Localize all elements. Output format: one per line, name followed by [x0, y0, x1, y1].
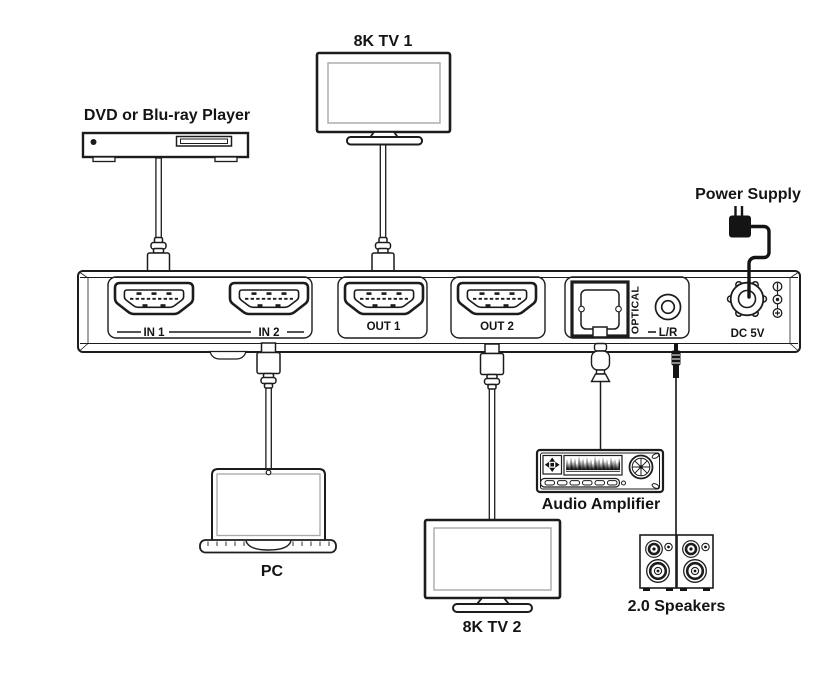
polarity-marks — [772, 281, 783, 318]
optical-cable-to-amplifier — [590, 342, 611, 450]
port-label-out2: OUT 2 — [480, 321, 514, 333]
speaker-drivers-right — [682, 540, 710, 583]
tv2-label: 8K TV 2 — [463, 619, 522, 636]
center-dot-icon — [772, 294, 783, 305]
hdmi-cable-tv1-to-out1 — [371, 141, 395, 285]
plus-circle-icon — [772, 308, 783, 318]
audio-cable-to-speakers — [671, 343, 681, 536]
volume-knob-icon — [628, 454, 654, 480]
tv2-screen — [433, 527, 552, 591]
tv1: 8K TV 1 — [315, 33, 452, 146]
tv1-label: 8K TV 1 — [354, 33, 413, 50]
port-label-dc: DC 5V — [731, 328, 765, 340]
trackpad-notch — [245, 540, 292, 551]
optical-plug-icon — [590, 342, 611, 383]
hdmi-port-in1 — [113, 281, 195, 316]
pc-label: PC — [261, 563, 284, 580]
amplifier-buttons — [539, 477, 626, 488]
hdmi-cable-in2-to-pc — [256, 342, 281, 471]
hdmi-port-out2 — [456, 281, 538, 316]
power-cable — [747, 224, 771, 299]
power-led-icon — [90, 139, 97, 145]
audio-amplifier: Audio Amplifier — [535, 448, 665, 513]
dvd-player-label: DVD or Blu-ray Player — [84, 107, 250, 124]
waveform-display — [563, 454, 623, 476]
speaker-drivers-left — [645, 540, 673, 583]
dvd-player: DVD or Blu-ray Player — [81, 107, 250, 163]
lr-jack — [654, 293, 682, 321]
device-rear-panel: IN 1 IN 2 OUT 1 OUT 2 OPTICAL L/R — [77, 270, 801, 360]
power-supply: Power Supply — [695, 186, 801, 299]
hdmi-cable-out2-to-tv2 — [479, 343, 505, 522]
pc-laptop: PC — [199, 468, 337, 580]
power-adapter-icon — [729, 206, 751, 238]
tv1-stand — [346, 136, 423, 146]
out1-port-box — [337, 276, 428, 339]
tv1-screen — [327, 62, 441, 124]
speakers: 2.0 Speakers — [628, 534, 726, 615]
hdmi-port-out1 — [343, 281, 425, 316]
audio-port-group-box — [564, 276, 690, 339]
dc-jack — [726, 280, 768, 318]
port-label-out1: OUT 1 — [367, 321, 401, 333]
webcam-icon — [265, 469, 272, 476]
port-label-optical: OPTICAL — [630, 286, 642, 334]
aux-plug-icon — [671, 343, 681, 378]
out2-port-box — [450, 276, 546, 339]
hdmi-cable-dvd-to-in1 — [146, 157, 171, 285]
optical-port — [570, 280, 630, 338]
port-label-in1: IN 1 — [143, 327, 165, 339]
input-port-group-box — [107, 276, 313, 339]
hdmi-port-in2 — [228, 281, 310, 316]
port-label-lr: L/R — [659, 327, 678, 339]
pc-screen — [216, 473, 321, 537]
audio-amplifier-label: Audio Amplifier — [542, 496, 661, 513]
tv2-stand — [452, 603, 533, 613]
dpad-control-icon — [542, 454, 563, 475]
port-label-in2: IN 2 — [258, 327, 279, 339]
power-supply-label: Power Supply — [695, 186, 801, 203]
speakers-label: 2.0 Speakers — [628, 598, 726, 615]
panel-bottom-notch — [209, 350, 247, 360]
tv2: 8K TV 2 — [423, 518, 562, 636]
